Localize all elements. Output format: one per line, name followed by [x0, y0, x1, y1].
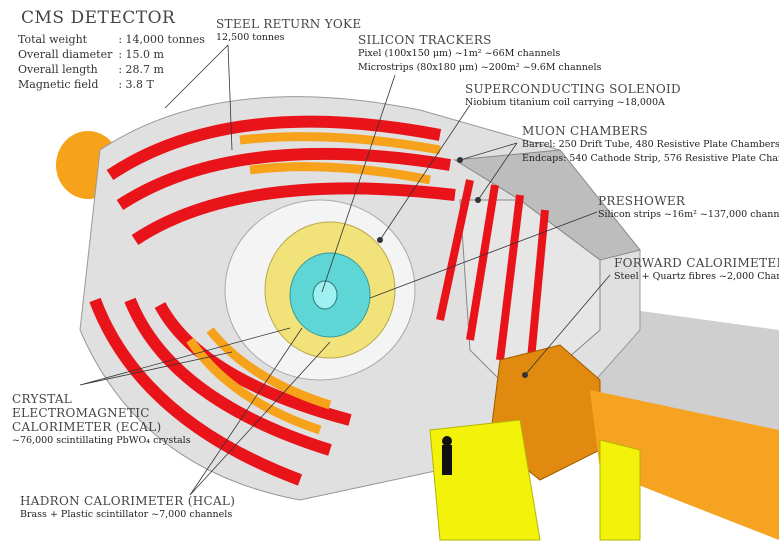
- label-forward-calorimeter: FORWARD CALORIMETER Steel + Quartz fibre…: [614, 256, 779, 282]
- spec-row: Magnetic field: 3.8 T: [18, 78, 154, 91]
- support-structure: [429, 419, 641, 541]
- label-solenoid: SUPERCONDUCTING SOLENOID Niobium titaniu…: [465, 82, 681, 108]
- label-trackers: SILICON TRACKERS Pixel (100x150 μm) ~1m²…: [358, 33, 602, 73]
- spec-row: Total weight: 14,000 tonnes: [18, 33, 205, 46]
- spec-table: Total weight: 14,000 tonnes Overall diam…: [18, 32, 211, 92]
- label-ecal: CRYSTAL ELECTROMAGNETIC CALORIMETER (ECA…: [12, 392, 191, 446]
- person-silhouette: [442, 445, 452, 475]
- label-muon: MUON CHAMBERS Barrel: 250 Drift Tube, 48…: [522, 124, 779, 164]
- spec-row: Overall diameter: 15.0 m: [18, 48, 164, 61]
- yoke-rings: [89, 115, 456, 486]
- leader-lines: [79, 44, 611, 496]
- label-hcal: HADRON CALORIMETER (HCAL) Brass + Plasti…: [20, 494, 236, 520]
- diagram-title: CMS DETECTOR: [21, 8, 176, 28]
- hcal-bars: [186, 132, 441, 435]
- spec-row: Overall length: 28.7 m: [18, 63, 164, 76]
- label-yoke: STEEL RETURN YOKE 12,500 tonnes: [216, 17, 362, 43]
- beam-section: [590, 390, 779, 540]
- pixel-detector: [312, 280, 338, 310]
- label-preshower: PRESHOWER Silicon strips ~16m² ~137,000 …: [598, 194, 779, 220]
